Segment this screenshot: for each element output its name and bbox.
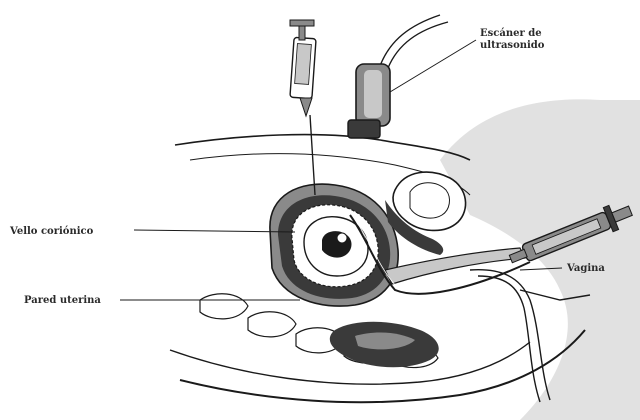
syringe-abdominal xyxy=(290,20,316,195)
leader-ultrasound xyxy=(390,40,476,92)
bladder-inner xyxy=(410,183,449,218)
label-vagina: Vagina xyxy=(567,263,605,275)
embryo-head xyxy=(337,233,347,243)
vaginal-canal xyxy=(385,248,525,284)
ultrasound-probe xyxy=(348,15,448,138)
label-uterine-wall: Pared uterina xyxy=(24,295,101,307)
label-ultrasound-line1: Escáner de xyxy=(480,28,544,40)
label-ultrasound-line2: ultrasonido xyxy=(480,40,544,52)
label-ultrasound-scanner: Escáner de ultrasonido xyxy=(480,28,544,52)
label-chorionic-villi: Vello coriónico xyxy=(10,226,93,238)
